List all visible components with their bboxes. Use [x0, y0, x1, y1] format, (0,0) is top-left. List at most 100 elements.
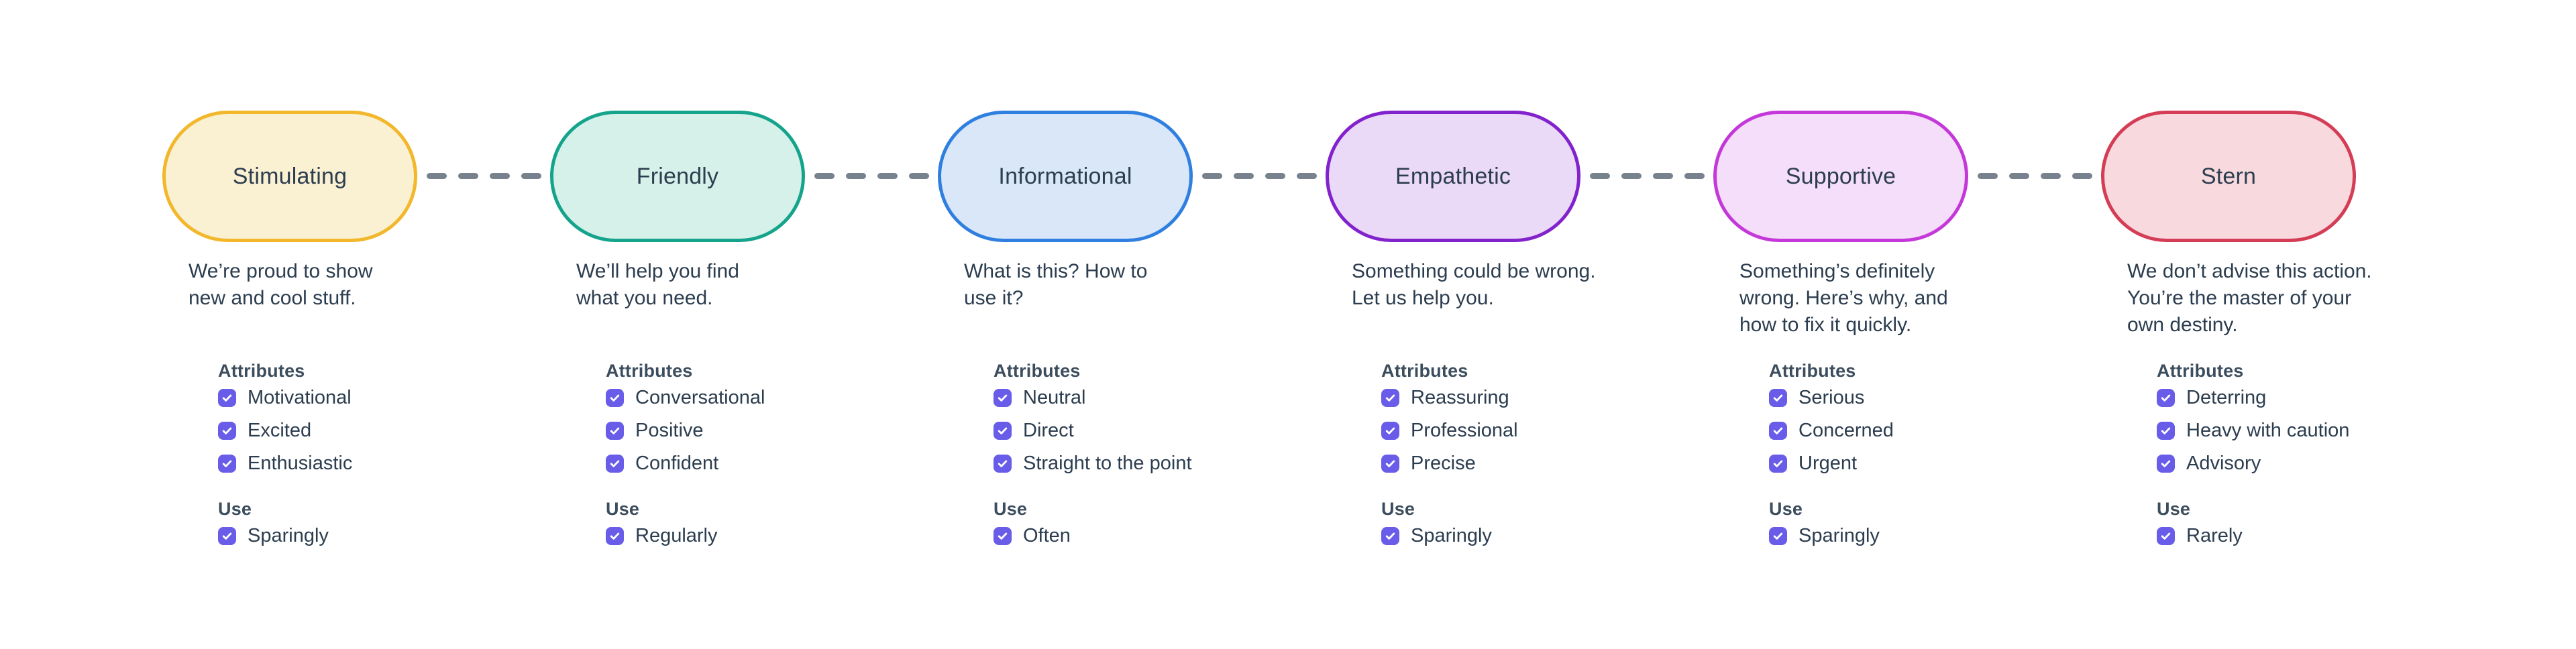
connector-dash — [1234, 173, 1254, 179]
pill-stimulating: Stimulating — [162, 111, 417, 242]
checkmark-icon — [998, 460, 1008, 467]
attribute-row: Reassuring — [1381, 387, 1647, 408]
connector-line — [1978, 173, 2092, 179]
checkbox-checked[interactable] — [994, 454, 1012, 473]
attribute-label: Concerned — [1799, 419, 1894, 441]
pill-title: Stern — [2200, 163, 2257, 189]
pill-title: Supportive — [1785, 163, 1896, 189]
attribute-row: Positive — [606, 420, 871, 441]
attribute-label: Excited — [248, 419, 312, 441]
checkbox-checked[interactable] — [994, 421, 1012, 440]
checkbox-checked[interactable] — [1381, 526, 1399, 545]
checkbox-checked[interactable] — [2157, 454, 2175, 473]
checkbox-checked[interactable] — [2157, 421, 2175, 440]
checkbox-checked[interactable] — [2157, 526, 2175, 545]
checkmark-icon — [1385, 394, 1395, 402]
connector-dash — [1297, 173, 1317, 179]
pill-friendly: Friendly — [550, 111, 805, 242]
attribute-label: Enthusiastic — [248, 452, 353, 474]
checkmark-icon — [1773, 532, 1783, 540]
checkbox-checked[interactable] — [606, 454, 624, 473]
attribute-label: Confident — [635, 452, 719, 474]
checkmark-icon — [998, 394, 1008, 402]
checkmark-icon — [1385, 532, 1395, 540]
attributes-section: Attributes Conversational Positive Confi… — [606, 361, 871, 546]
connector-dash — [1202, 173, 1222, 179]
checkbox-checked[interactable] — [218, 388, 236, 407]
checkbox-checked[interactable] — [1381, 421, 1399, 440]
attributes-header: Attributes — [1769, 361, 1856, 381]
attribute-label: Neutral — [1023, 386, 1086, 408]
checkbox-checked[interactable] — [606, 526, 624, 545]
checkmark-icon — [1385, 427, 1395, 434]
attribute-row: Serious — [1769, 387, 2035, 408]
attribute-label: Advisory — [2186, 452, 2261, 474]
attribute-row: Conversational — [606, 387, 871, 408]
checkbox-checked[interactable] — [994, 388, 1012, 407]
connector-line — [1202, 173, 1317, 179]
checkmark-icon — [610, 532, 620, 540]
checkmark-icon — [610, 460, 620, 467]
attributes-header: Attributes — [218, 361, 305, 381]
checkbox-checked[interactable] — [218, 421, 236, 440]
attribute-label: Motivational — [248, 386, 352, 408]
checkbox-checked[interactable] — [1769, 388, 1787, 407]
attribute-row: Confident — [606, 452, 871, 474]
pill-supportive: Supportive — [1713, 111, 1968, 242]
attribute-row: Excited — [218, 419, 484, 441]
tone-description: We don’t advise this action. You’re the … — [2127, 260, 2372, 336]
connector-dash — [521, 173, 541, 179]
connector-line — [1590, 173, 1705, 179]
attribute-row: Motivational — [218, 386, 484, 408]
pill-informational: Informational — [938, 111, 1193, 242]
tone-column-stern: Stern We don’t advise this action. You’r… — [2035, 0, 2422, 559]
use-row: Sparingly — [218, 525, 484, 546]
attribute-label: Deterring — [2186, 386, 2267, 408]
use-row: Rarely — [2157, 525, 2422, 546]
connector-dash — [814, 173, 835, 179]
connector-dash — [1978, 173, 1998, 179]
checkmark-icon — [1385, 460, 1395, 467]
attribute-label: Direct — [1023, 419, 1074, 441]
checkbox-checked[interactable] — [218, 454, 236, 473]
pill-title: Friendly — [636, 163, 719, 189]
attributes-header: Attributes — [606, 361, 693, 381]
connector-dash — [427, 173, 447, 179]
pill-empathetic: Empathetic — [1326, 111, 1580, 242]
checkmark-icon — [1773, 394, 1783, 402]
connector-dash — [2072, 173, 2092, 179]
connector-dash — [2009, 173, 2029, 179]
checkbox-checked[interactable] — [1769, 526, 1787, 545]
tone-column-stimulating: Stimulating We’re proud to show new and … — [96, 0, 484, 559]
checkbox-checked[interactable] — [606, 421, 624, 440]
checkbox-checked[interactable] — [218, 526, 236, 545]
attributes-section: Attributes Reassuring Professional Preci… — [1381, 362, 1647, 546]
checkbox-checked[interactable] — [1769, 454, 1787, 473]
attribute-label: Professional — [1411, 419, 1518, 441]
use-label-value: Sparingly — [1799, 524, 1880, 546]
checkbox-checked[interactable] — [606, 388, 624, 407]
connector-dash — [2041, 173, 2061, 179]
checkbox-checked[interactable] — [1769, 421, 1787, 440]
tone-description: Something’s definitely wrong. Here’s why… — [1739, 260, 1948, 336]
use-header: Use — [1381, 499, 1415, 519]
connector-dash — [1590, 173, 1610, 179]
attribute-row: Direct — [994, 419, 1259, 441]
connector-dash — [909, 173, 929, 179]
use-header: Use — [1769, 499, 1803, 519]
pill-stern: Stern — [2101, 111, 2356, 242]
checkbox-checked[interactable] — [994, 526, 1012, 545]
checkmark-icon — [222, 427, 232, 434]
attribute-row: Concerned — [1769, 419, 2035, 441]
checkbox-checked[interactable] — [1381, 454, 1399, 473]
use-label-value: Sparingly — [1411, 524, 1492, 546]
checkbox-checked[interactable] — [1381, 388, 1399, 407]
checkbox-checked[interactable] — [2157, 388, 2175, 407]
attribute-row: Urgent — [1769, 453, 2035, 474]
checkmark-icon — [1773, 427, 1783, 434]
tone-column-informational: Informational What is this? How to use i… — [871, 0, 1259, 559]
tone-column-empathetic: Empathetic Something could be wrong. Let… — [1259, 0, 1647, 559]
attribute-label: Straight to the point — [1023, 452, 1192, 474]
connector-dash — [1684, 173, 1705, 179]
